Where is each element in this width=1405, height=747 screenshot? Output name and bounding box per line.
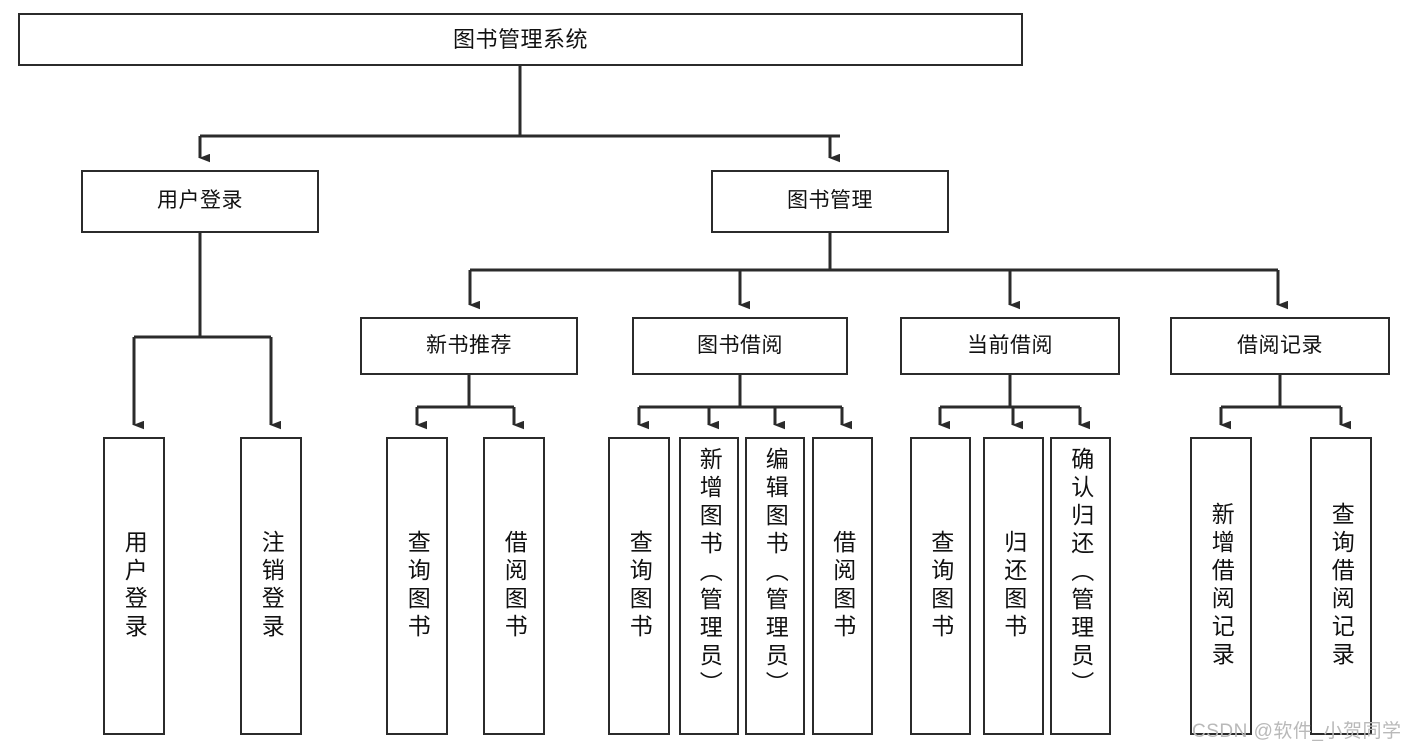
node-leaf-borrow-book-1[interactable]: 借阅图书 xyxy=(483,437,545,735)
node-current-borrow[interactable]: 当前借阅 xyxy=(900,317,1120,375)
node-leaf-add-record[interactable]: 新增借阅记录 xyxy=(1190,437,1252,735)
node-leaf-edit-book-label: 编辑图书（管理员） xyxy=(762,447,789,699)
node-leaf-query-book-1[interactable]: 查询图书 xyxy=(386,437,448,735)
node-book-borrow[interactable]: 图书借阅 xyxy=(632,317,848,375)
node-leaf-borrow-book-2[interactable]: 借阅图书 xyxy=(812,437,873,735)
node-root-label: 图书管理系统 xyxy=(452,26,588,52)
node-leaf-query-book-1-label: 查询图书 xyxy=(404,530,431,642)
node-new-book-rec-label: 新书推荐 xyxy=(426,333,512,357)
node-leaf-confirm-return[interactable]: 确认归还（管理员） xyxy=(1050,437,1111,735)
node-borrow-record[interactable]: 借阅记录 xyxy=(1170,317,1390,375)
node-borrow-record-label: 借阅记录 xyxy=(1237,333,1323,357)
node-user-login[interactable]: 用户登录 xyxy=(81,170,319,233)
node-book-manage[interactable]: 图书管理 xyxy=(711,170,949,233)
node-leaf-add-book-label: 新增图书（管理员） xyxy=(696,447,723,699)
node-current-borrow-label: 当前借阅 xyxy=(967,333,1053,357)
node-leaf-user-login-label: 用户登录 xyxy=(121,530,148,642)
node-leaf-borrow-book-2-label: 借阅图书 xyxy=(829,530,856,642)
node-leaf-logout-label: 注销登录 xyxy=(258,530,285,642)
node-leaf-query-book-3-label: 查询图书 xyxy=(927,530,954,642)
node-user-login-label: 用户登录 xyxy=(157,189,243,213)
node-leaf-logout[interactable]: 注销登录 xyxy=(240,437,302,735)
node-leaf-confirm-return-label: 确认归还（管理员） xyxy=(1067,447,1094,699)
node-leaf-user-login[interactable]: 用户登录 xyxy=(103,437,165,735)
node-root[interactable]: 图书管理系统 xyxy=(18,13,1023,66)
node-leaf-return-book[interactable]: 归还图书 xyxy=(983,437,1044,735)
node-leaf-query-record[interactable]: 查询借阅记录 xyxy=(1310,437,1372,735)
node-leaf-query-record-label: 查询借阅记录 xyxy=(1328,502,1355,670)
node-leaf-borrow-book-1-label: 借阅图书 xyxy=(501,530,528,642)
node-book-borrow-label: 图书借阅 xyxy=(697,333,783,357)
node-leaf-query-book-2-label: 查询图书 xyxy=(626,530,653,642)
watermark-text: CSDN @软件_小贺同学 xyxy=(1192,721,1402,742)
node-leaf-return-book-label: 归还图书 xyxy=(1000,530,1027,642)
node-leaf-add-record-label: 新增借阅记录 xyxy=(1208,502,1235,670)
node-book-manage-label: 图书管理 xyxy=(787,189,873,213)
node-leaf-edit-book[interactable]: 编辑图书（管理员） xyxy=(745,437,805,735)
node-leaf-add-book[interactable]: 新增图书（管理员） xyxy=(679,437,739,735)
node-leaf-query-book-3[interactable]: 查询图书 xyxy=(910,437,971,735)
node-leaf-query-book-2[interactable]: 查询图书 xyxy=(608,437,670,735)
node-new-book-rec[interactable]: 新书推荐 xyxy=(360,317,578,375)
